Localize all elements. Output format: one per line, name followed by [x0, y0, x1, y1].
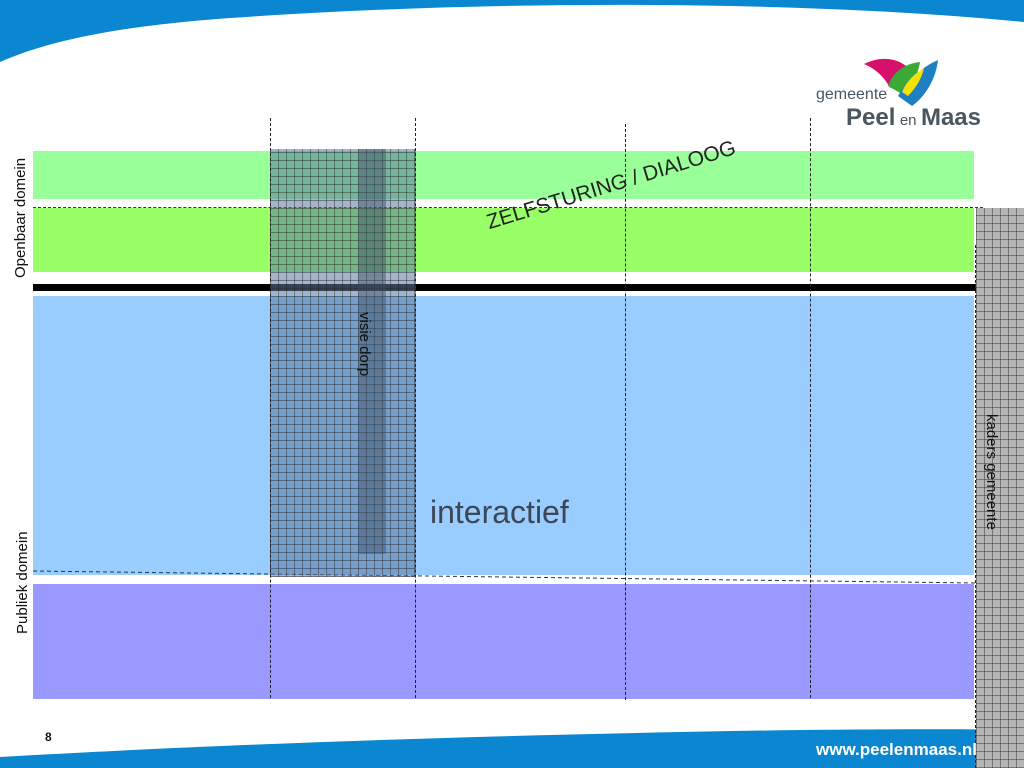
- logo-top-word: gemeente: [816, 86, 888, 103]
- kaders-column: [976, 208, 1024, 768]
- hatched-column: [270, 149, 416, 577]
- interactief-label: interactief: [430, 494, 569, 530]
- logo-name: Peel en Maas: [846, 104, 981, 132]
- openbaar-domein-label: Openbaar domein: [12, 157, 29, 278]
- logo-emblem: [864, 58, 938, 106]
- vertical-divider-2: [415, 118, 416, 698]
- vertical-divider-5: [975, 245, 976, 768]
- visie-dorp-strip: [358, 149, 386, 554]
- publiek-domein-label: Publiek domein: [14, 531, 31, 634]
- green-band: [33, 208, 974, 272]
- purple-band: [33, 584, 974, 699]
- dashed-line-top: [33, 207, 983, 208]
- logo-name-maas: Maas: [920, 104, 982, 131]
- logo-name-peel: Peel: [846, 104, 896, 131]
- visie-dorp-label: visie dorp: [356, 312, 373, 377]
- logo-name-en: en: [899, 112, 917, 129]
- page-number: 8: [45, 730, 52, 744]
- domain-divider: [33, 284, 980, 291]
- vertical-divider-4: [810, 118, 811, 698]
- top-light-green-band: [33, 151, 974, 199]
- kaders-gemeente-label: kaders gemeente: [983, 414, 1000, 530]
- website-url: www.peelenmaas.nl: [816, 740, 977, 759]
- light-blue-band: [33, 296, 974, 575]
- vertical-divider-1: [270, 118, 271, 698]
- vertical-divider-3: [625, 124, 626, 700]
